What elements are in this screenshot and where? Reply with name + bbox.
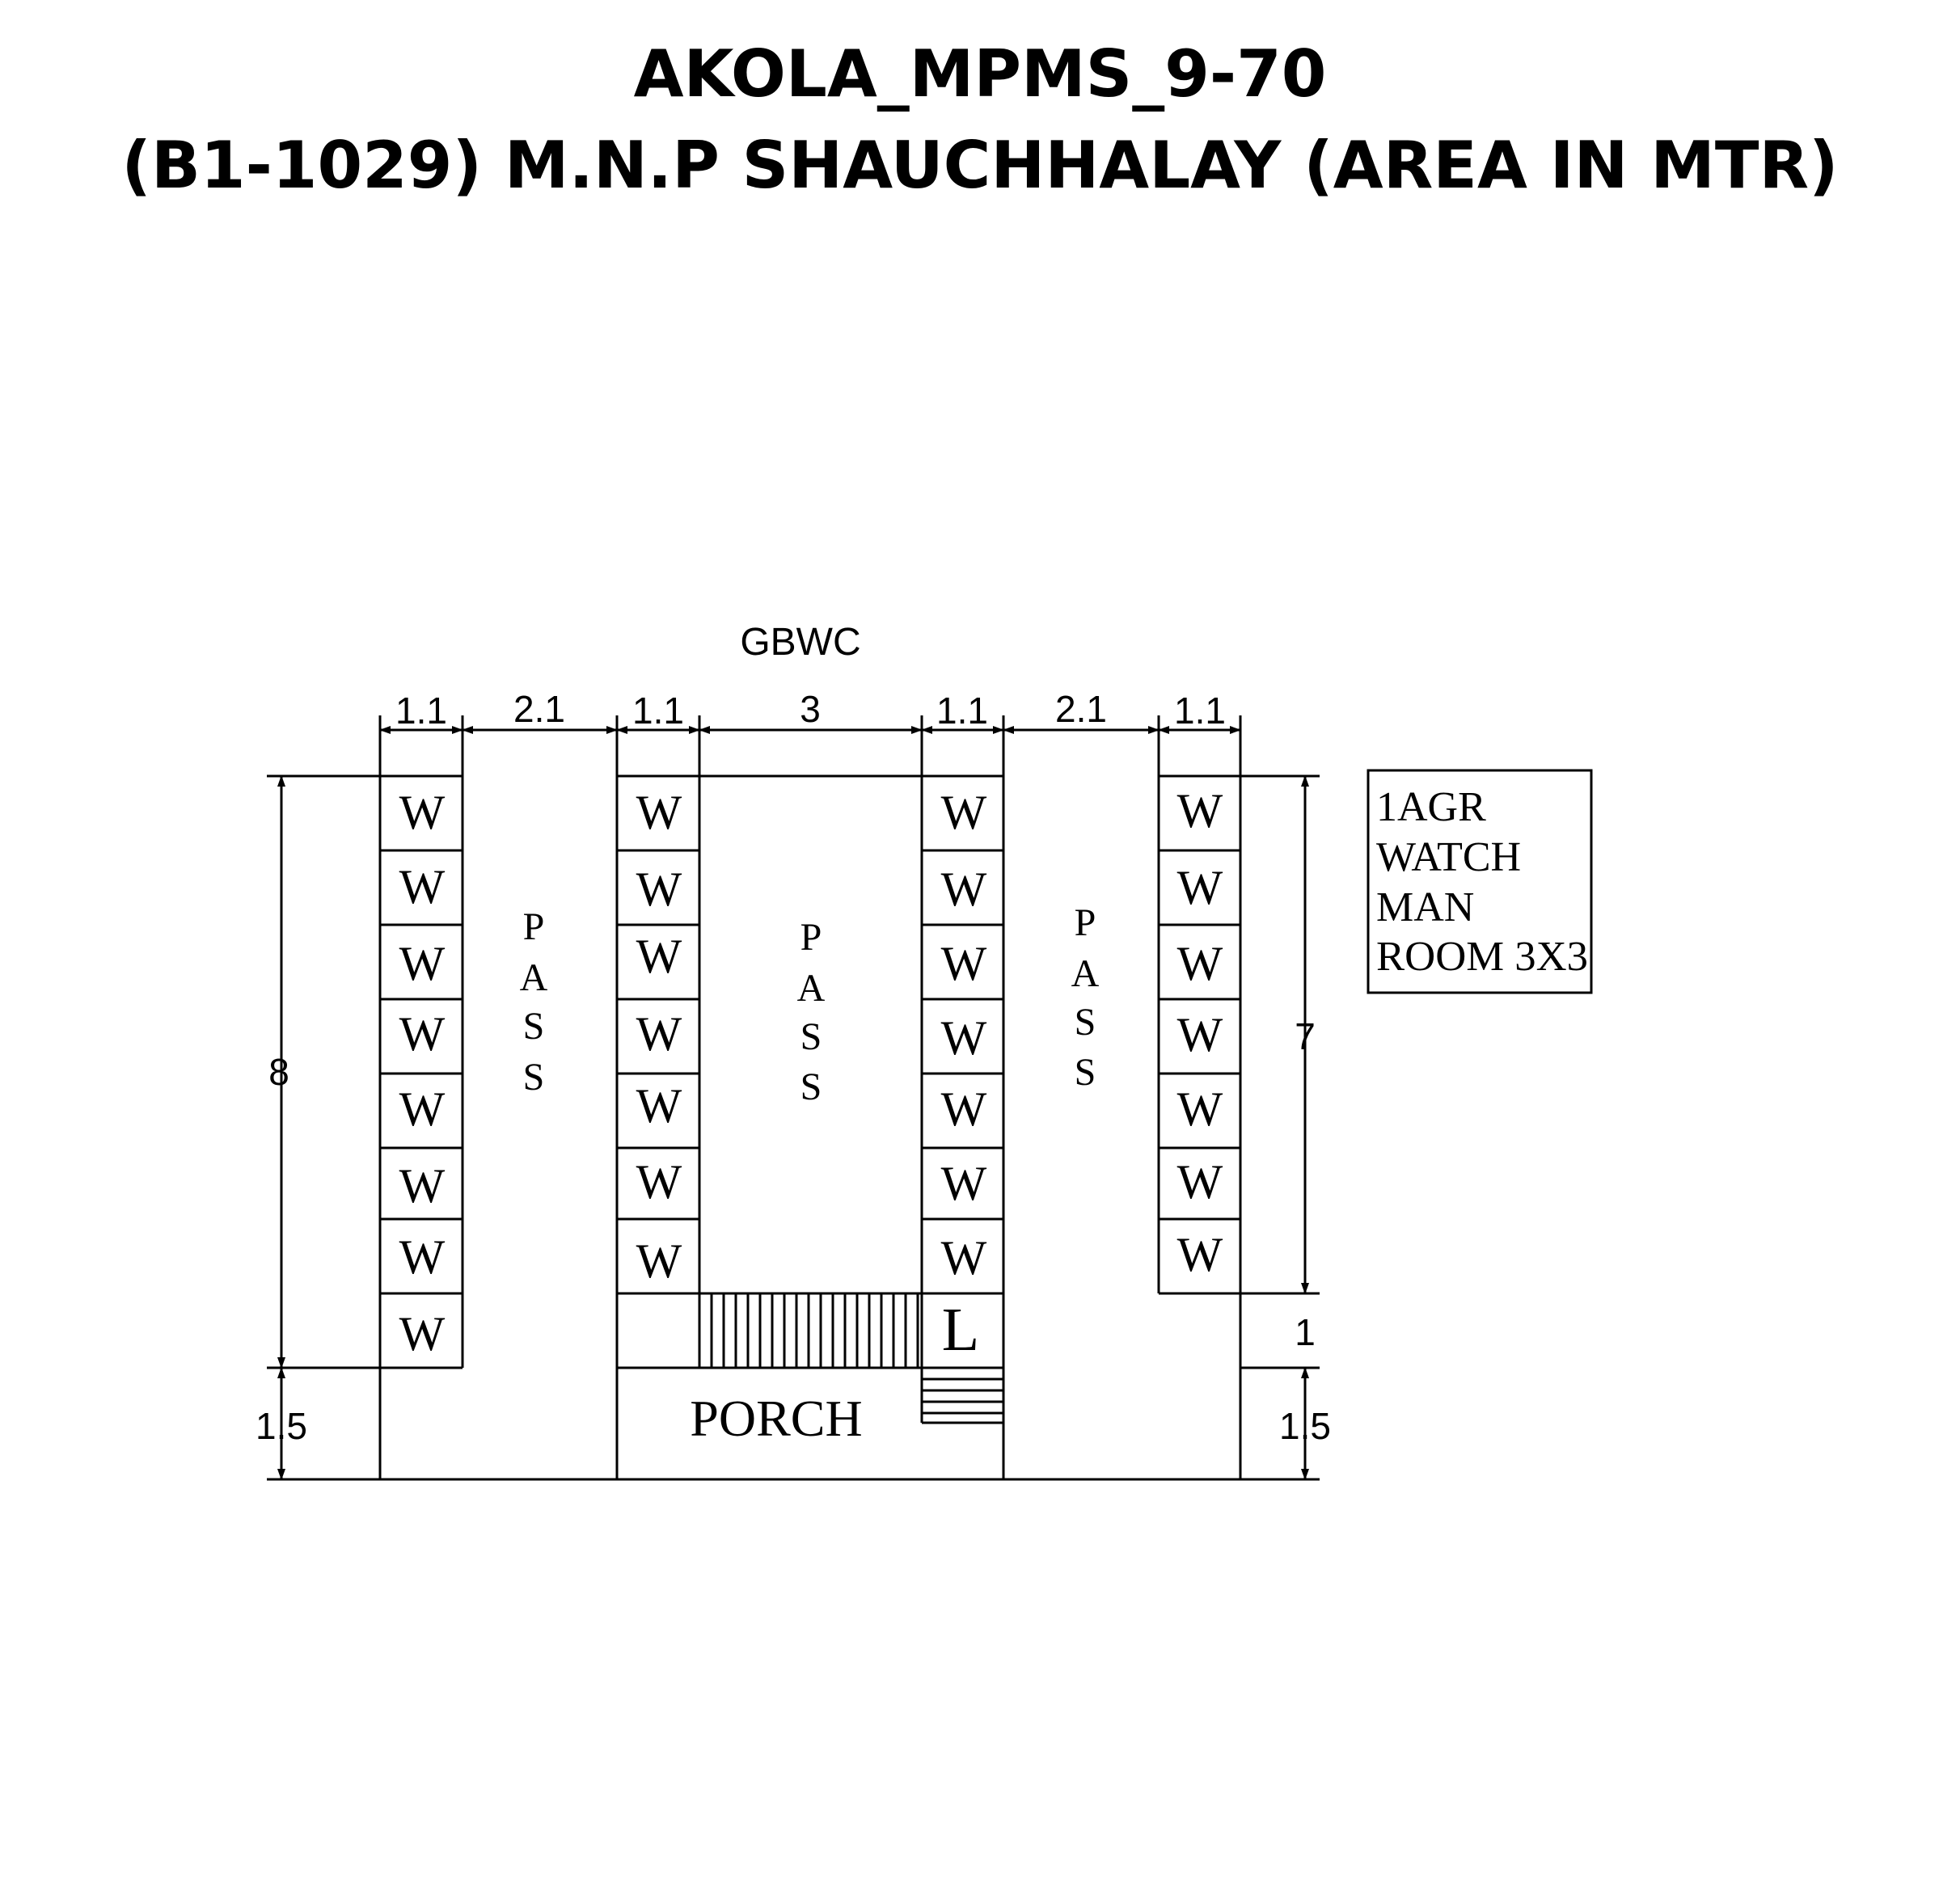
dim-right-1: 1 — [1295, 1311, 1316, 1353]
wc-label: W — [636, 1007, 682, 1061]
wc-label: W — [636, 863, 682, 916]
wc-label: W — [399, 1082, 446, 1136]
watchman-line-4: ROOM 3X3 — [1376, 934, 1588, 980]
wc-label: W — [399, 860, 446, 913]
wc-label: W — [399, 1230, 446, 1284]
gbwc-label: GBWC — [740, 621, 860, 664]
l-label: L — [942, 1296, 979, 1364]
dim-top-2: 2.1 — [513, 688, 565, 730]
wc-label: W — [1177, 784, 1223, 837]
wc-label: W — [941, 1011, 987, 1065]
watchman-line-1: 1AGR — [1376, 784, 1486, 830]
wc-label: W — [636, 930, 682, 983]
title-line-2: (B1-1029) M.N.P SHAUCHHALAY (AREA IN MTR… — [121, 128, 1839, 203]
dim-right-1-5: 1.5 — [1279, 1405, 1331, 1447]
wc-label: W — [1177, 1082, 1223, 1136]
ramp-hatching — [698, 1293, 919, 1368]
pass-letter: S — [800, 1065, 822, 1108]
wc-labels: W W W W W W W W W W W W W W W W W W W W … — [399, 784, 1223, 1361]
title-line-1: AKOLA_MPMS_9-70 — [633, 36, 1327, 112]
wc-label: W — [636, 1155, 682, 1209]
wc-label: W — [941, 1157, 987, 1210]
top-extension-lines — [378, 715, 1242, 776]
wc-label: W — [636, 1079, 682, 1133]
pass-letter: A — [1071, 952, 1100, 995]
wc-label: W — [1177, 861, 1223, 914]
wc-label: W — [399, 937, 446, 990]
wc-label: W — [941, 863, 987, 916]
wc-label: W — [399, 1007, 446, 1061]
dim-top-5: 1.1 — [936, 690, 988, 732]
pass-letter: S — [800, 1015, 822, 1058]
wc-label: W — [941, 1082, 987, 1136]
wc-label: W — [1177, 1155, 1223, 1209]
dim-left-8: 8 — [268, 1051, 289, 1093]
wc-label: W — [941, 1231, 987, 1285]
dim-top-4: 3 — [800, 688, 821, 730]
wc-label: W — [636, 1234, 682, 1288]
pass-letter: S — [523, 1056, 545, 1099]
watchman-room-box — [1367, 769, 1593, 994]
dim-top-1: 1.1 — [395, 690, 447, 732]
wc-label: W — [636, 786, 682, 839]
left-dimension-lines — [267, 774, 380, 1481]
watchman-line-2: WATCH — [1376, 834, 1521, 880]
right-dimension-lines — [1240, 774, 1320, 1481]
porch-label: PORCH — [690, 1390, 862, 1447]
pass-letter: S — [1075, 1001, 1096, 1044]
pass-letter: S — [523, 1005, 545, 1048]
wc-label: W — [1177, 937, 1223, 990]
wc-label: W — [399, 786, 446, 839]
wc-label: W — [941, 937, 987, 990]
wc-label: W — [941, 786, 987, 839]
wc-label: W — [1177, 1228, 1223, 1281]
pass-letter: P — [523, 905, 545, 948]
pass-letter: P — [800, 916, 822, 959]
dim-right-7: 7 — [1295, 1015, 1316, 1057]
dim-top-7: 1.1 — [1174, 690, 1226, 732]
steps — [922, 1366, 1003, 1424]
wc-label: W — [1177, 1008, 1223, 1061]
wc-dividers — [380, 849, 1240, 1295]
wc-label: W — [399, 1159, 446, 1213]
pass-letter: S — [1075, 1051, 1096, 1094]
building-outline — [378, 774, 1242, 1481]
wc-label: W — [399, 1307, 446, 1361]
pass-letter: P — [1075, 901, 1096, 944]
pass-letter: A — [520, 956, 548, 999]
dim-top-6: 2.1 — [1055, 688, 1107, 730]
pass-letter: A — [797, 967, 826, 1010]
dim-left-1-5: 1.5 — [256, 1405, 307, 1447]
dim-top-3: 1.1 — [632, 690, 684, 732]
watchman-line-3: MAN — [1376, 884, 1474, 930]
